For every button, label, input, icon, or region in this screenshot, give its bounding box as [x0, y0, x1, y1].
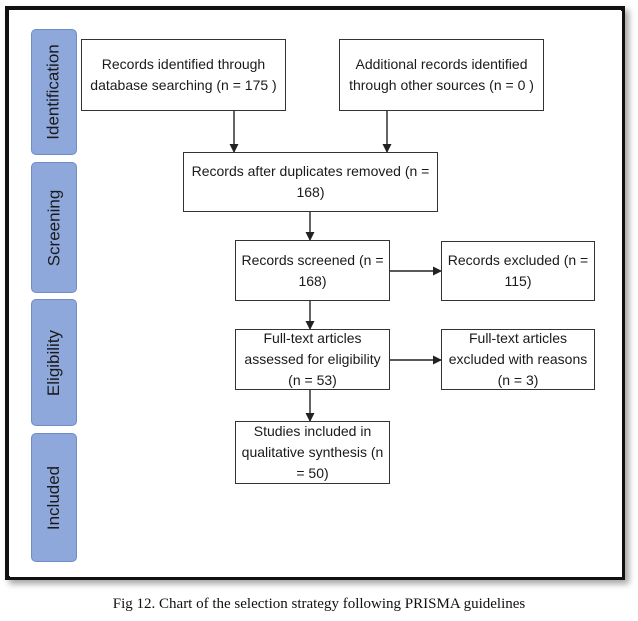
box-duplicates-removed: Records after duplicates removed (n = 16… — [183, 152, 438, 212]
phase-screening: Screening — [31, 162, 77, 293]
phase-eligibility: Eligibility — [31, 299, 77, 426]
phase-identification: Identification — [31, 29, 77, 155]
box-records-screened: Records screened (n = 168) — [235, 240, 390, 301]
box-fulltext-excluded: Full-text articles excluded with reasons… — [441, 329, 595, 390]
box-database-search: Records identified through database sear… — [81, 39, 286, 111]
flow-arrows — [229, 111, 442, 422]
box-studies-included: Studies included in qualitative synthesi… — [235, 421, 390, 484]
box-fulltext-assessed: Full-text articles assessed for eligibil… — [235, 329, 390, 390]
figure-caption: Fig 12. Chart of the selection strategy … — [112, 596, 526, 612]
prisma-flowchart: Identification Screening Eligibility Inc… — [10, 11, 622, 577]
diagram-frame: Identification Screening Eligibility Inc… — [5, 6, 625, 580]
box-other-sources: Additional records identified through ot… — [339, 39, 544, 111]
box-records-excluded: Records excluded (n = 115) — [441, 241, 595, 301]
phase-included: Included — [31, 433, 77, 562]
